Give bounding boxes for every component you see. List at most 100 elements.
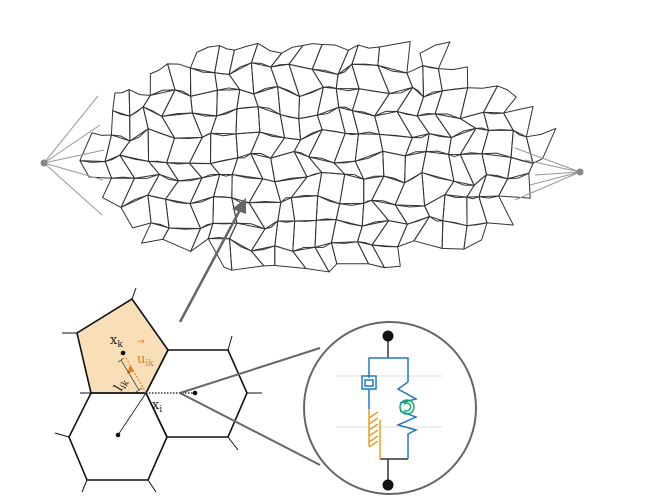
label-uik: uik xyxy=(137,352,154,369)
mesh-cell xyxy=(333,132,359,164)
mesh-cell xyxy=(279,114,302,141)
anchor-line xyxy=(43,162,104,181)
rheological-model xyxy=(336,330,442,491)
anchor-line xyxy=(43,95,99,164)
mesh-cell xyxy=(483,111,514,131)
mesh-cell xyxy=(128,89,151,117)
mesh-cell xyxy=(231,174,264,204)
mesh-cell xyxy=(290,194,319,222)
mesh-cell xyxy=(129,106,149,142)
mesh-cell xyxy=(503,105,534,138)
anchor-line xyxy=(514,171,581,201)
mesh-cell xyxy=(210,157,239,176)
mesh-cell xyxy=(79,132,112,162)
mesh-cell xyxy=(396,86,424,117)
mesh-cell xyxy=(371,244,401,269)
mesh-cell xyxy=(79,160,113,179)
mesh-cell xyxy=(190,222,214,252)
anchor-line xyxy=(534,171,581,176)
mesh-cell xyxy=(104,154,136,179)
mesh-cell xyxy=(229,238,265,271)
mesh-cell xyxy=(161,112,203,139)
mesh-cell xyxy=(463,222,488,250)
mesh-cell xyxy=(228,42,259,75)
mesh-cell xyxy=(189,67,218,97)
mesh-cell xyxy=(214,45,235,75)
mesh-cell xyxy=(167,63,192,97)
mesh-cell xyxy=(416,113,452,139)
mesh-cell xyxy=(270,63,301,98)
cell-edges-stubs xyxy=(54,287,262,493)
left-anchor xyxy=(40,95,105,216)
anchor-line xyxy=(43,162,103,216)
mesh-cell xyxy=(270,44,304,68)
mesh-cell xyxy=(419,41,451,70)
cell-detail xyxy=(54,287,262,493)
mesh-cell xyxy=(371,220,408,248)
top-node xyxy=(382,330,394,342)
mesh-cell xyxy=(525,127,557,164)
mesh-cell xyxy=(337,44,359,75)
anchor-line xyxy=(43,124,101,164)
mesh-cell xyxy=(308,156,346,175)
mesh-cell xyxy=(444,180,475,198)
mesh-cell xyxy=(166,136,203,164)
mesh-cell xyxy=(507,156,534,180)
mesh-cell xyxy=(441,220,468,250)
mesh-cell xyxy=(235,131,261,159)
bottom-node xyxy=(382,479,394,491)
magnifier-connector xyxy=(179,321,477,495)
label-xk: xk xyxy=(110,333,123,350)
center-xk xyxy=(120,350,126,356)
mesh-cell xyxy=(394,172,426,207)
anchor-point xyxy=(40,159,48,167)
mesh-cell xyxy=(148,160,179,182)
mesh-cell xyxy=(248,178,282,204)
mesh-cell xyxy=(316,86,340,116)
mesh-cell xyxy=(394,204,431,225)
zoom-arrow xyxy=(178,198,246,323)
mesh-cell xyxy=(478,195,514,226)
voronoi-tissue-mesh xyxy=(79,41,557,273)
mesh-cell xyxy=(292,219,317,252)
label-xi: xi xyxy=(152,398,162,415)
mesh-cell xyxy=(437,66,469,92)
mesh-cell xyxy=(190,89,218,117)
mesh-cell xyxy=(459,127,490,156)
mesh-cell xyxy=(288,63,324,98)
right-anchor xyxy=(514,147,584,201)
vector-arrow-mark: → xyxy=(137,337,145,347)
mesh-cell xyxy=(397,216,431,248)
friction-element xyxy=(368,409,381,459)
mesh-cell xyxy=(147,128,176,164)
mesh-cell xyxy=(351,44,381,66)
mesh-cell xyxy=(483,85,517,114)
mesh-cell xyxy=(363,175,385,204)
rotation-icon xyxy=(399,399,415,415)
spring-dashpot xyxy=(361,357,419,459)
mesh-cell xyxy=(253,86,281,116)
mesh-cell xyxy=(378,133,413,157)
anchor-line xyxy=(43,149,105,164)
mesh-cell xyxy=(335,202,365,227)
anchor-line xyxy=(529,171,581,186)
mesh-cell xyxy=(330,219,363,244)
mesh-cell xyxy=(354,131,384,162)
mesh-cell xyxy=(210,108,238,135)
mesh-cell xyxy=(354,150,385,180)
mesh-cell xyxy=(120,173,160,208)
mesh-cell xyxy=(377,41,411,74)
mesh-cell xyxy=(165,198,202,229)
mesh-cell xyxy=(235,106,261,135)
mesh-cell xyxy=(434,113,477,139)
anchor-line xyxy=(524,159,581,173)
magnifier-circle xyxy=(303,321,477,495)
mesh-cell xyxy=(466,174,488,198)
mesh-cell xyxy=(314,242,338,273)
mesh-cell xyxy=(207,236,233,271)
anchor-line xyxy=(514,147,581,173)
mesh-cell xyxy=(498,172,531,199)
mesh-cell xyxy=(104,134,131,162)
mesh-cell xyxy=(466,196,488,227)
